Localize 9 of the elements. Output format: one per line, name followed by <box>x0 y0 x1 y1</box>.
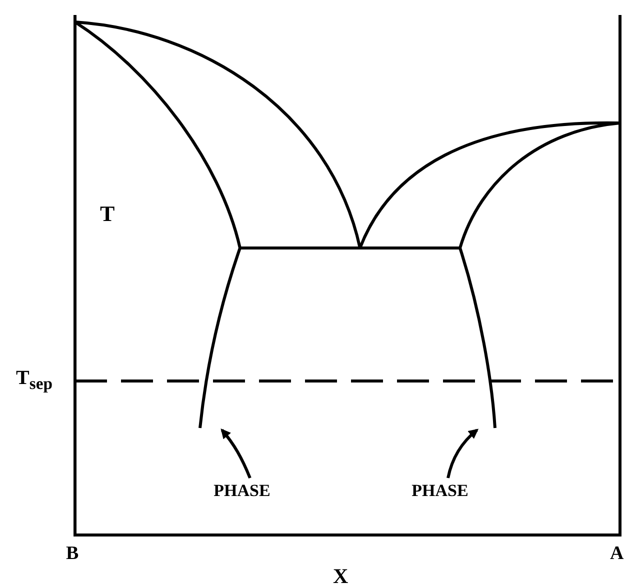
axis-label: B <box>66 544 79 563</box>
leader-arrow <box>220 428 252 479</box>
axis-label: A <box>610 544 624 563</box>
phase-label: PHASE <box>412 482 468 499</box>
leader-arrow <box>446 428 479 478</box>
axis-label: X <box>333 566 348 587</box>
axis-label: T <box>100 203 115 225</box>
axis-label: T$_{sep}$ <box>16 368 52 393</box>
phase-label: PHASE <box>214 482 270 499</box>
